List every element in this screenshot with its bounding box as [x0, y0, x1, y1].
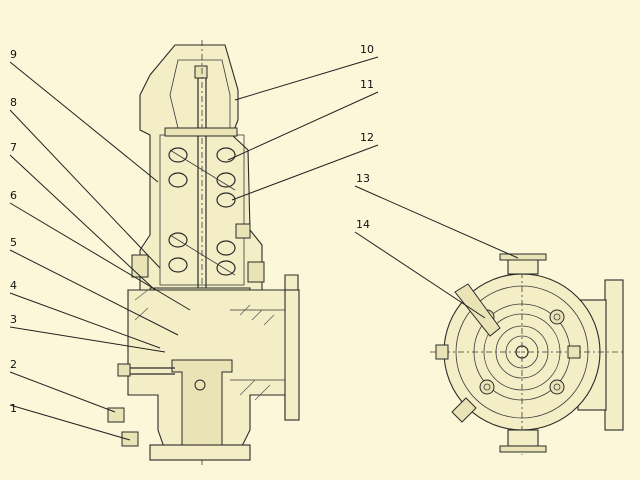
plan-right-bolt: [567, 345, 581, 359]
bonnet-bolt-left: [131, 254, 149, 278]
plan-view: [430, 253, 625, 455]
spring-coils: [168, 147, 236, 276]
bonnet-bolt-right: [247, 261, 265, 283]
plan-bottom-port: [507, 429, 539, 447]
callout-7: 7: [10, 141, 17, 154]
callout-11: 11: [360, 78, 374, 91]
spindle-nut: [194, 65, 208, 79]
callout-1: 1: [10, 402, 17, 415]
callout-13: 13: [356, 172, 370, 185]
plan-boss: [451, 397, 477, 423]
callout-5: 5: [10, 236, 17, 249]
outlet-flange: [284, 289, 300, 421]
leader-lines: [9, 56, 519, 441]
sectional-view: [107, 40, 300, 465]
plan-lever: [454, 283, 501, 337]
callout-12: 12: [360, 131, 374, 144]
callout-2: 2: [10, 358, 17, 371]
callout-14: 14: [356, 218, 370, 231]
plan-outlet-flange: [604, 279, 624, 431]
callout-3: 3: [10, 313, 17, 326]
bonnet-cap: [139, 44, 263, 291]
lower-bolt-2: [121, 431, 139, 447]
inlet-flange: [149, 444, 251, 461]
side-bolt: [235, 223, 251, 239]
callout-labels: 1 2 3 4 5 6 7 8 9 10 11 12 13 14: [10, 43, 374, 415]
callout-8: 8: [10, 96, 17, 109]
callout-9: 9: [10, 48, 17, 61]
callout-6: 6: [10, 189, 17, 202]
lever-pin: [117, 363, 131, 377]
callout-10: 10: [360, 43, 374, 56]
drain-plug: [194, 379, 206, 391]
hatch-lines: [134, 289, 275, 401]
upper-spring-plate: [164, 127, 238, 137]
lower-bolt-1: [107, 407, 125, 423]
plan-left-bolt: [435, 344, 449, 360]
callout-4: 4: [10, 279, 17, 292]
